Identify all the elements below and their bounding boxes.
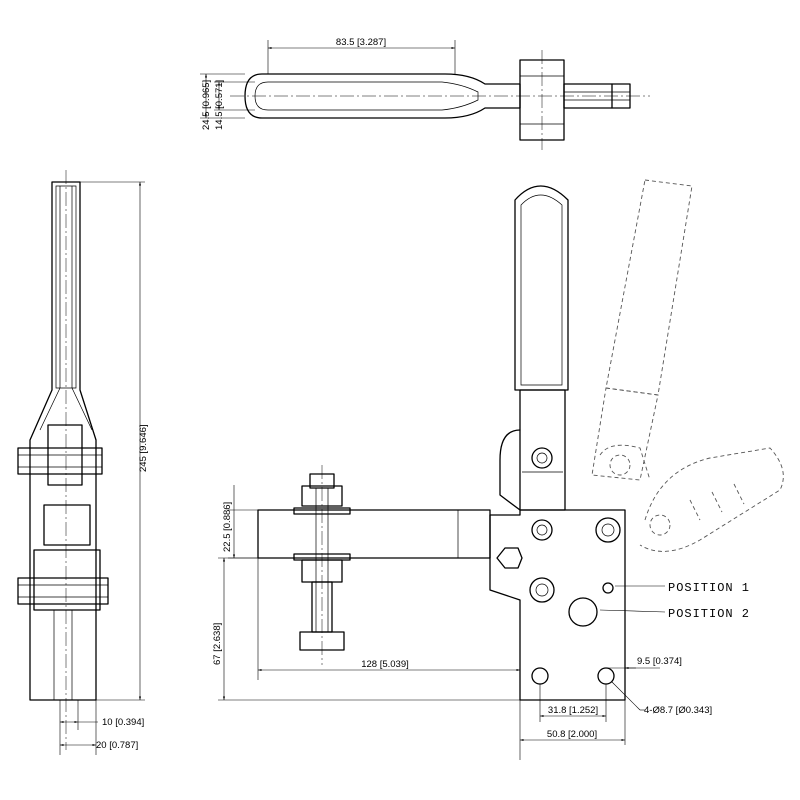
dim-side-height: 245 [9.646] [138, 424, 149, 472]
dim-base-width: 50.8 [2.000] [547, 729, 597, 740]
dim-bar-thickness: 22.5 [0.886] [222, 502, 233, 552]
position-2-label: POSITION 2 [668, 607, 750, 621]
dim-reach: 128 [5.039] [361, 659, 409, 670]
position-1-label: POSITION 1 [668, 581, 750, 595]
top-view: 83.5 [3.287] 24.5 [0.965] 14.5 [0.571] [200, 37, 650, 150]
dim-holes: 4-Ø8.7 [Ø0.343] [644, 705, 712, 716]
side-view: 245 [9.646] 10 [0.394] 20 [0.787] [17, 170, 149, 755]
dim-side-width-outer: 20 [0.787] [96, 740, 138, 751]
dim-top-width-outer: 24.5 [0.965] [201, 80, 212, 130]
dim-side-width-inner: 10 [0.394] [102, 717, 144, 728]
dim-top-width-inner: 14.5 [0.571] [214, 80, 225, 130]
front-view: POSITION 1 POSITION 2 22.5 [0.886] 67 [2… [212, 179, 784, 760]
dim-hole-spacing: 31.8 [1.252] [548, 705, 598, 716]
dim-edge-offset: 9.5 [0.374] [637, 656, 682, 667]
dim-spindle-height: 67 [2.638] [212, 623, 223, 665]
dim-top-length: 83.5 [3.287] [336, 37, 386, 48]
